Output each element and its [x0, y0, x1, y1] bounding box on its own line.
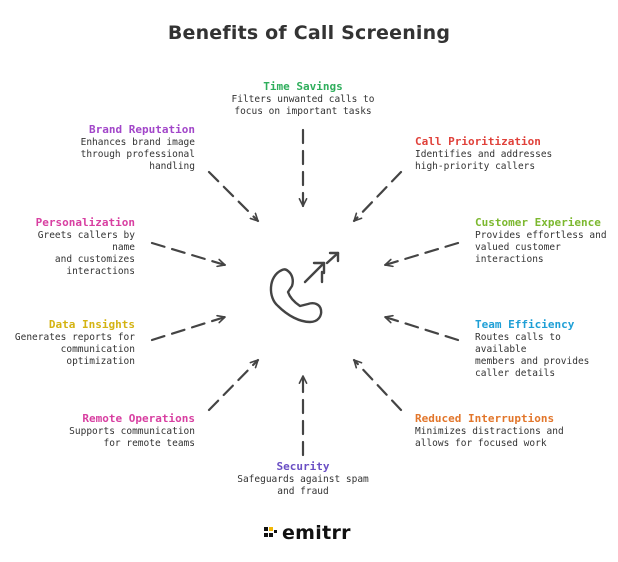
benefit-remote-operations: Remote Operations Supports communication… [20, 412, 195, 450]
benefit-customer-experience: Customer Experience Provides effortless … [475, 216, 615, 266]
arrow-personalization [150, 241, 227, 268]
benefit-title: Customer Experience [475, 216, 601, 229]
benefit-desc-line: caller details [475, 368, 556, 379]
benefit-desc-line: Supports communication [69, 426, 195, 437]
emitrr-logo: emitrr [264, 522, 351, 544]
benefit-title: Data Insights [48, 318, 135, 331]
arrow-remote-operations [207, 358, 260, 412]
benefit-security: Security Safeguards against spam and fra… [203, 460, 403, 498]
benefit-title: Call Prioritization [415, 135, 541, 148]
benefit-title: Reduced Interruptions [415, 412, 555, 425]
benefit-brand-reputation: Brand Reputation Enhances brand image th… [20, 123, 195, 173]
benefit-desc-line: members and provides [475, 356, 590, 367]
benefit-desc-line: optimization [66, 356, 135, 367]
benefit-title: Personalization [35, 216, 135, 229]
benefit-team-efficiency: Team Efficiency Routes calls to availabl… [475, 318, 615, 380]
benefit-title: Team Efficiency [475, 318, 575, 331]
benefit-desc-line: Filters unwanted calls to [231, 94, 375, 105]
benefit-desc-line: Safeguards against spam [237, 474, 369, 485]
benefit-title: Remote Operations [82, 412, 195, 425]
benefit-desc-line: Greets callers by name [37, 230, 135, 253]
benefit-desc-line: Provides effortless and [475, 230, 607, 241]
benefit-title: Time Savings [263, 80, 343, 93]
benefit-desc-line: allows for focused work [415, 438, 547, 449]
benefit-desc-line: through professional [80, 149, 195, 160]
benefit-desc-line: and customizes [54, 254, 135, 265]
benefit-desc-line: and fraud [277, 486, 329, 497]
benefit-data-insights: Data Insights Generates reports for comm… [10, 318, 135, 368]
benefit-call-prioritization: Call Prioritization Identifies and addre… [415, 135, 605, 173]
benefit-desc-line: Minimizes distractions and [415, 426, 564, 437]
arrow-customer-experience [383, 241, 460, 268]
arrow-call-prioritization [352, 170, 403, 223]
arrow-brand-reputation [207, 170, 260, 223]
page-title: Benefits of Call Screening [167, 22, 451, 44]
benefit-desc-line: communication [60, 344, 135, 355]
phone-forward-icon [269, 251, 340, 324]
benefit-desc-line: Generates reports for [14, 332, 135, 343]
logo-text: emitrr [282, 522, 351, 544]
benefit-desc-line: focus on important tasks [234, 106, 372, 117]
benefit-desc-line: for remote teams [103, 438, 195, 449]
benefit-title: Security [276, 460, 330, 473]
benefit-desc-line: valued customer [475, 242, 561, 253]
benefit-desc-line: high-priority callers [415, 161, 536, 172]
benefit-desc-line: interactions [475, 254, 544, 265]
benefit-time-savings: Time Savings Filters unwanted calls to f… [203, 80, 403, 118]
benefit-title: Brand Reputation [89, 123, 195, 136]
logo-mark-icon [264, 527, 277, 537]
benefit-personalization: Personalization Greets callers by name a… [10, 216, 135, 278]
benefit-desc-line: Enhances brand image [80, 137, 195, 148]
benefit-desc-line: handling [149, 161, 195, 172]
benefit-desc-line: Identifies and addresses [415, 149, 553, 160]
benefit-desc-line: interactions [66, 266, 135, 277]
arrow-reduced-interruptions [352, 358, 403, 412]
benefit-reduced-interruptions: Reduced Interruptions Minimizes distract… [415, 412, 610, 450]
benefit-desc-line: Routes calls to available [475, 332, 561, 355]
arrow-data-insights [150, 314, 227, 342]
arrow-team-efficiency [383, 314, 460, 342]
